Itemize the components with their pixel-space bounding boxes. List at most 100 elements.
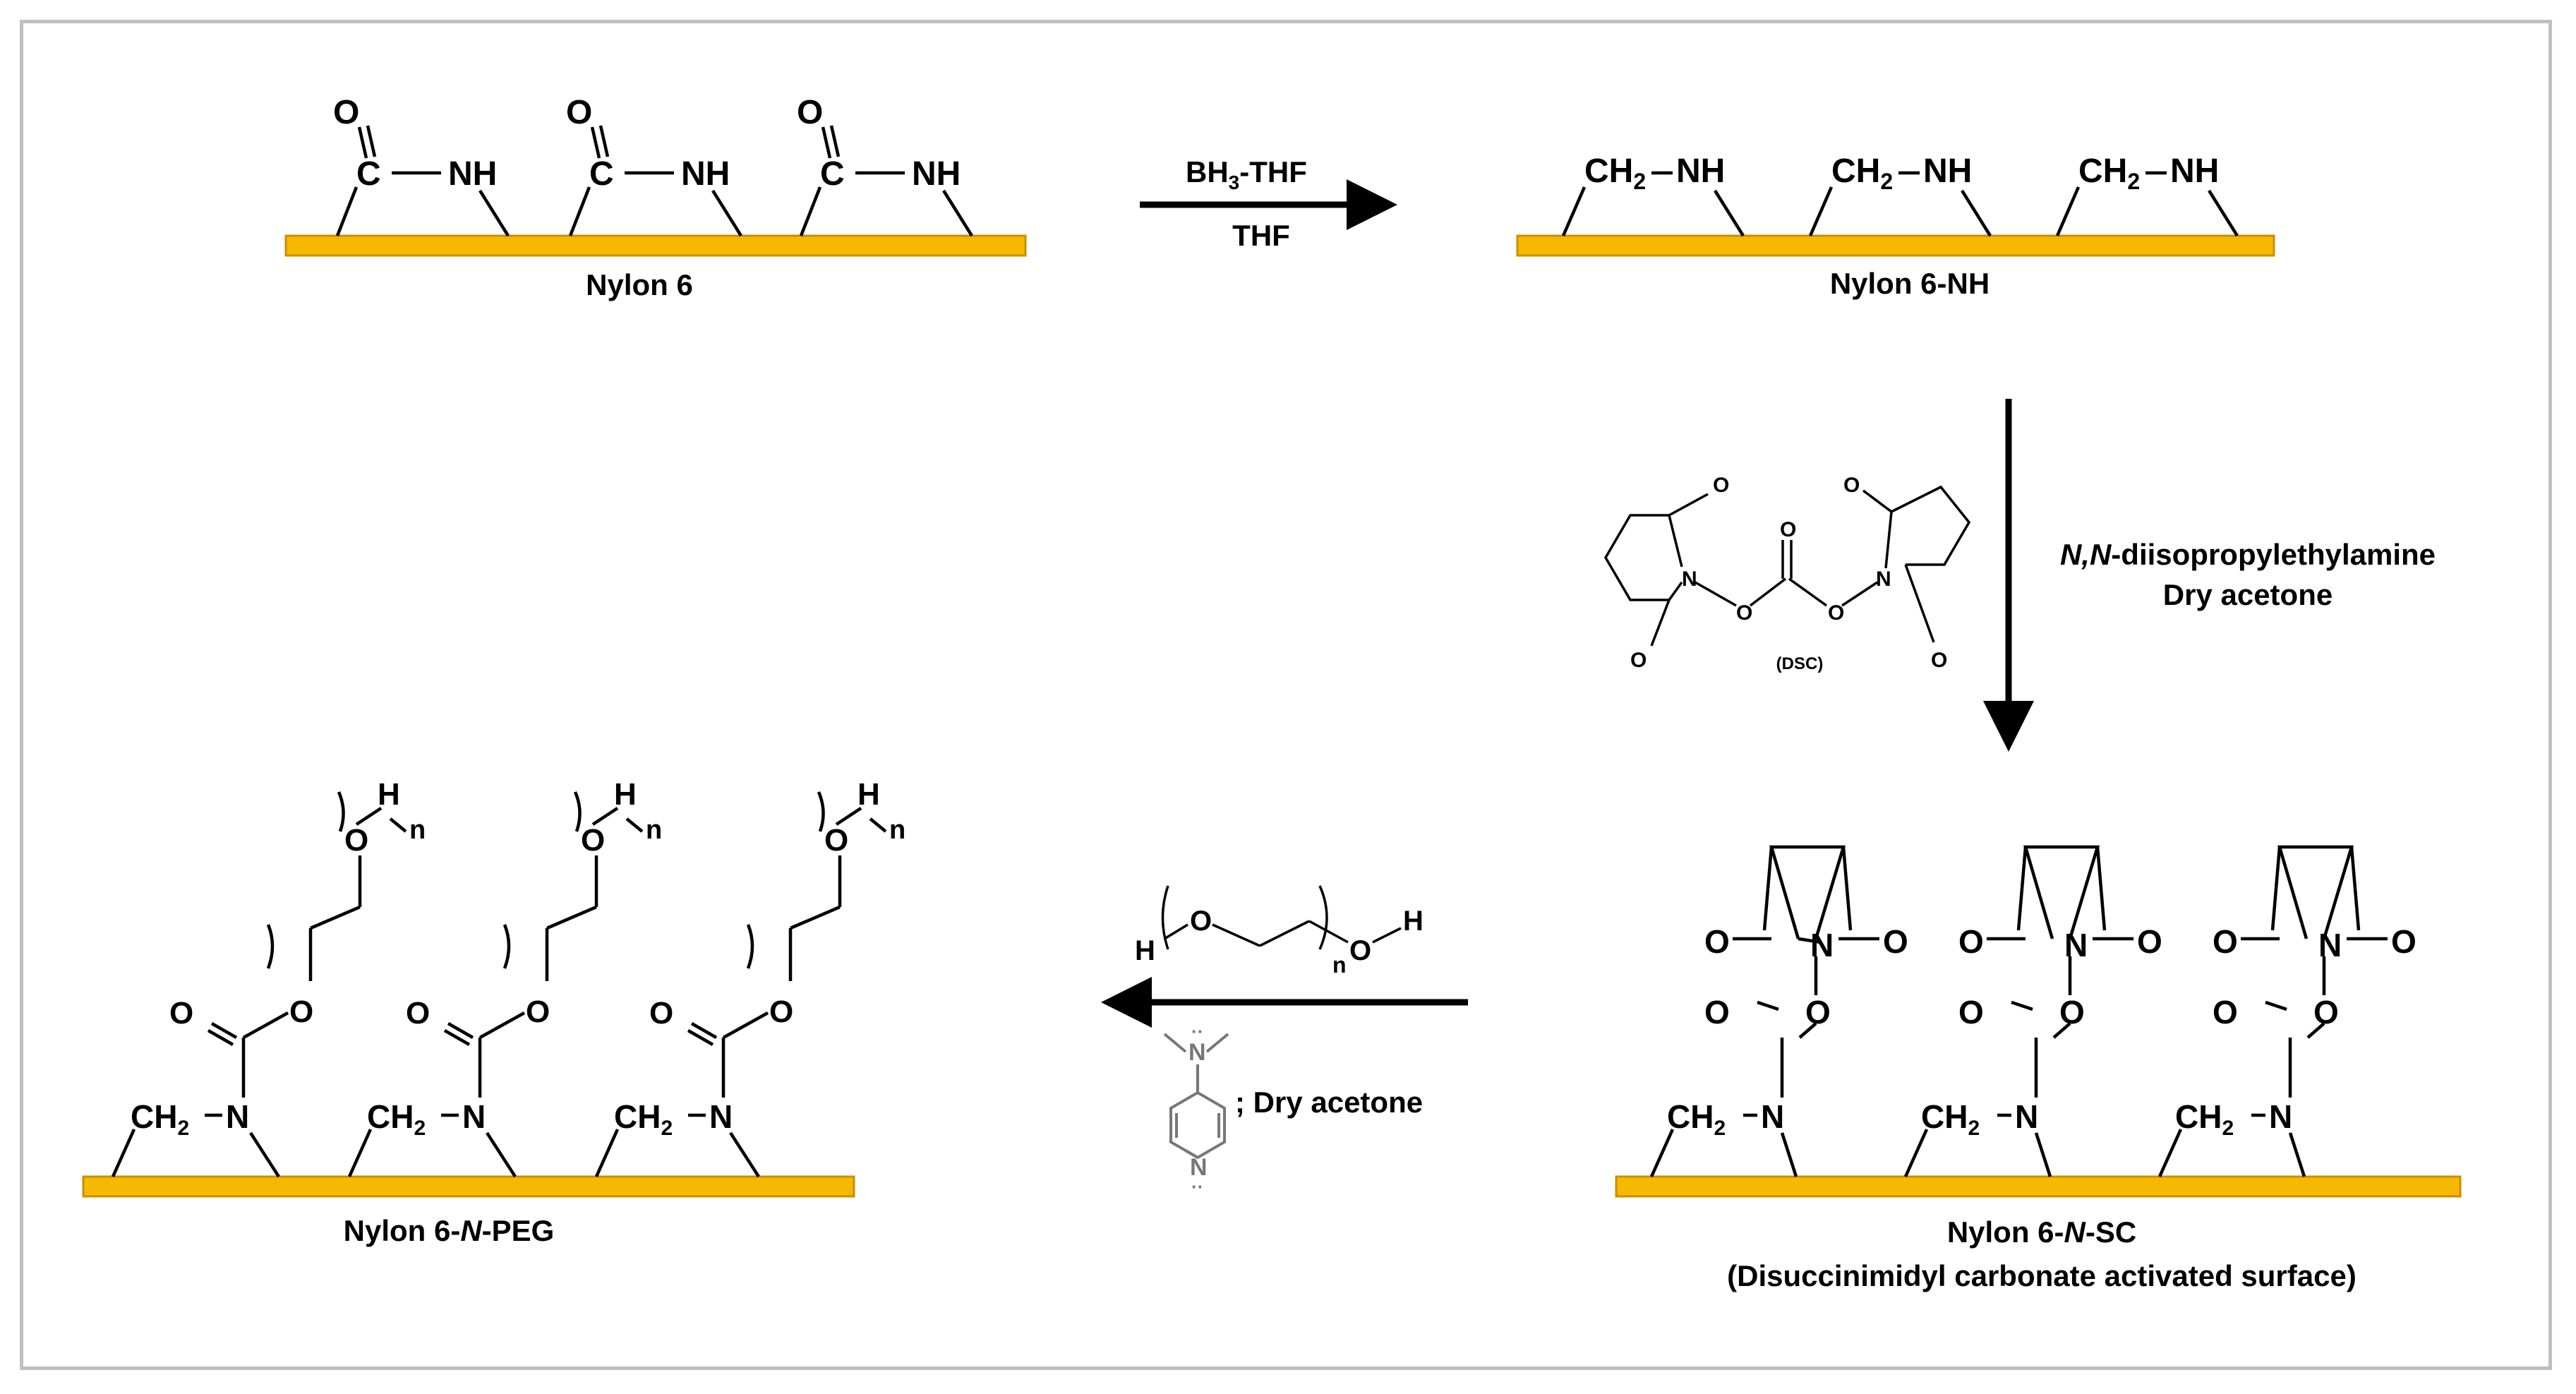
peg-unit: H n O O O CH2 N [347, 777, 662, 1178]
atom-o: O [1736, 601, 1752, 625]
atom-o: O [1931, 649, 1947, 672]
atom-n: N [2269, 1098, 2292, 1135]
atom-o: O [1883, 923, 1908, 960]
atom-h: H [1135, 935, 1155, 966]
atom-nh: NH [1676, 152, 1725, 190]
atom-o: O [581, 823, 605, 858]
subscript-n: n [646, 815, 662, 845]
atom-o: O [2313, 994, 2339, 1031]
atom-n: N [1682, 567, 1697, 591]
atom-o: O [289, 995, 313, 1029]
atom-o: O [1958, 994, 1984, 1031]
nylon6-nh-structure: CH2 NH CH2 NH CH2 NH [1516, 152, 2275, 257]
atom-n: N [2015, 1098, 2038, 1135]
atom-o: O [1843, 474, 1860, 497]
subscript-n: n [1332, 952, 1347, 978]
atom-o: O [769, 995, 793, 1029]
atom-o: O [1713, 474, 1729, 497]
group-ch2: CH2 [367, 1098, 426, 1140]
nylon6-npeg-surface-bar [82, 1175, 855, 1198]
atom-h: H [614, 777, 637, 812]
atom-o: O [2391, 923, 2416, 960]
dmap-reagent: N ·· N ·· [1163, 1021, 1229, 1197]
atom-o: O [2137, 923, 2162, 960]
atom-h: H [378, 777, 400, 812]
reagent-bh3-thf: BH3-THF [1186, 155, 1307, 193]
nylon6-structure: O C NH O C NH O C NH [284, 94, 1027, 257]
atom-o: O [344, 823, 368, 858]
atom-o: O [566, 94, 592, 131]
nylon6-nsc-structure: N O O O O CH2 N N O O O O CH2 [1615, 845, 2462, 1198]
atom-o: O [1630, 649, 1647, 672]
group-ch2: CH2 [1584, 152, 1646, 194]
atom-o: O [1704, 923, 1730, 960]
atom-n: N [1876, 567, 1891, 591]
nylon6-npeg-structure: H n O O O CH2 N H n O [82, 777, 905, 1198]
reagent-dry-acetone-step3: ; Dry acetone [1235, 1086, 1423, 1119]
atom-o: O [526, 995, 550, 1029]
group-ch2: CH2 [2175, 1098, 2234, 1140]
atom-h: H [857, 777, 880, 812]
atom-n: N [226, 1098, 249, 1135]
atom-o: O [1704, 994, 1730, 1031]
lone-pair: ·· [1191, 1021, 1203, 1042]
group-ch2: CH2 [2078, 152, 2140, 194]
label-nylon6-nsc-desc: (Disuccinimidyl carbonate activated surf… [1727, 1259, 2357, 1292]
atom-nh: NH [448, 155, 497, 193]
atom-c: C [820, 155, 845, 193]
nsc-unit: N O O O O CH2 N [1649, 845, 1908, 1177]
group-ch2: CH2 [1831, 152, 1893, 194]
atom-o: O [169, 996, 193, 1031]
atom-n: N [1190, 1154, 1208, 1181]
group-ch2: CH2 [1921, 1098, 1980, 1140]
atom-o: O [1828, 601, 1844, 625]
label-nylon6: Nylon 6 [586, 268, 693, 301]
atom-h: H [1403, 906, 1424, 937]
label-nylon6-nh: Nylon 6-NH [1830, 267, 1990, 300]
atom-o: O [2059, 994, 2085, 1031]
nsc-unit: N O O O O CH2 N [2157, 845, 2416, 1177]
peg-reagent: H O n O H [1135, 885, 1424, 978]
atom-n: N [462, 1098, 486, 1135]
reagent-dry-acetone: Dry acetone [2163, 578, 2333, 611]
group-ch2: CH2 [131, 1098, 189, 1140]
atom-o: O [649, 996, 673, 1031]
nylon6-nsc-surface-bar [1615, 1175, 2462, 1198]
dsc-molecule: O N O O O O N O O (DSC) [1603, 474, 1971, 673]
atom-n: N [2064, 927, 2088, 963]
atom-o: O [1349, 935, 1371, 966]
figure-frame [20, 20, 2552, 1370]
atom-n: N [709, 1098, 733, 1135]
subscript-n: n [409, 815, 426, 845]
group-ch2: CH2 [1667, 1098, 1726, 1140]
dsc-label: (DSC) [1776, 654, 1824, 673]
nylon6-surface-bar [284, 234, 1027, 257]
atom-o: O [333, 94, 359, 131]
atom-nh: NH [912, 155, 961, 193]
label-nylon6-nsc: Nylon 6-N-SC [1947, 1215, 2136, 1249]
atom-c: C [356, 155, 381, 193]
atom-n: N [1810, 927, 1834, 963]
atom-nh: NH [681, 155, 730, 193]
atom-o: O [1958, 923, 1984, 960]
nylon6-nh-surface-bar [1516, 234, 2275, 257]
atom-o: O [2213, 994, 2238, 1031]
atom-n: N [1761, 1098, 1784, 1135]
atom-o: O [2213, 923, 2238, 960]
atom-o: O [1780, 518, 1796, 541]
atom-o: O [1190, 906, 1212, 937]
label-nylon6-npeg: Nylon 6-N-PEG [344, 1214, 555, 1247]
nsc-unit: N O O O O CH2 N [1903, 845, 2162, 1177]
lone-pair: ·· [1191, 1176, 1203, 1197]
atom-nh: NH [1923, 152, 1972, 190]
subscript-n: n [889, 815, 905, 845]
group-ch2: CH2 [614, 1098, 673, 1140]
atom-o: O [1805, 994, 1831, 1031]
atom-o: O [406, 996, 430, 1031]
atom-n: N [2318, 927, 2342, 963]
reagent-dipea: N,N-diisopropylethylamine [2060, 538, 2436, 571]
reagent-thf: THF [1232, 219, 1290, 252]
peg-unit: H n O O O CH2 N [594, 777, 905, 1178]
atom-o: O [824, 823, 848, 858]
